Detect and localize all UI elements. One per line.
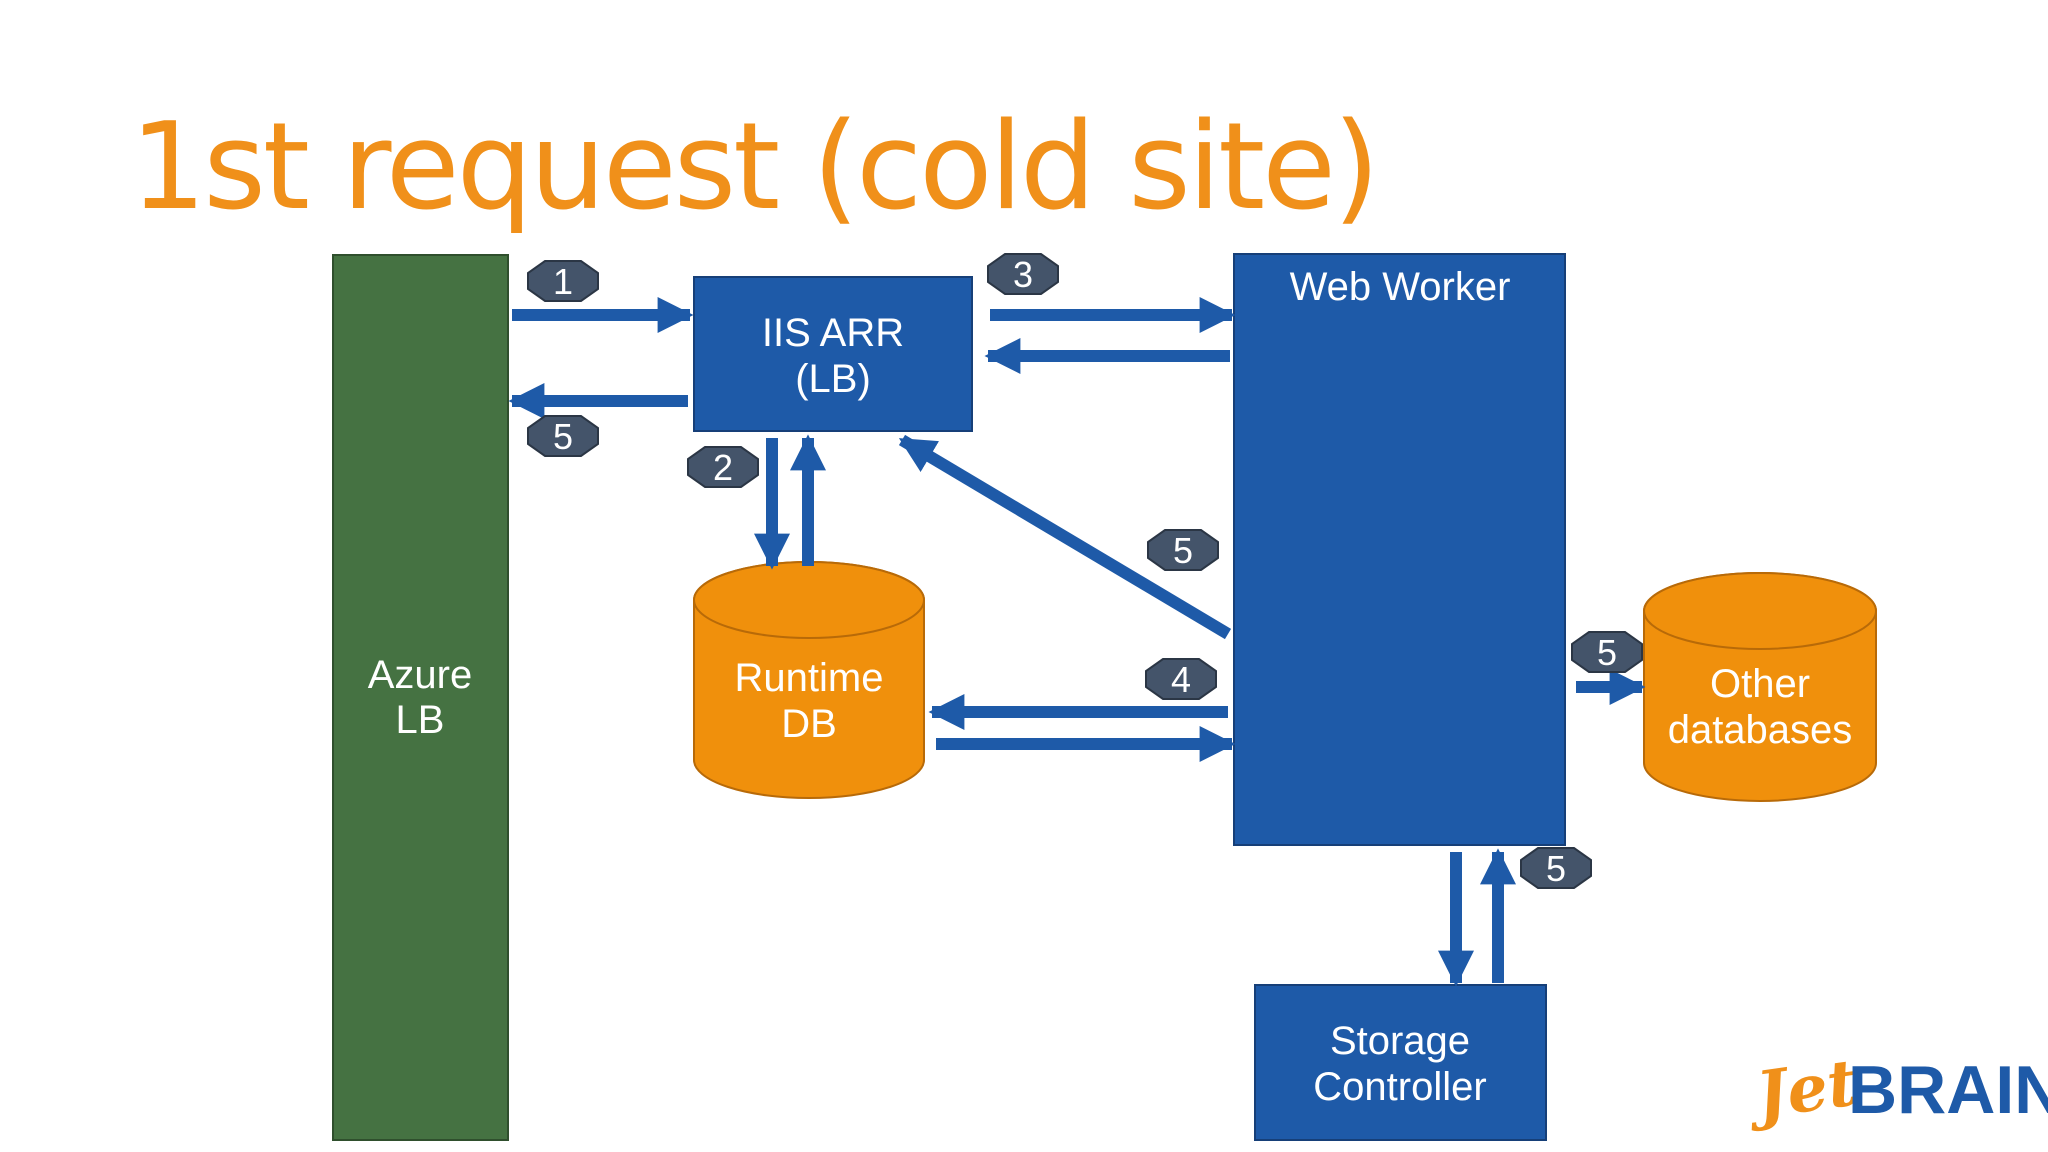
- logo-jet-text: Jet: [1741, 1045, 1862, 1135]
- other-databases-label-line2: databases: [1668, 708, 1853, 752]
- storage-controller-label-line2: Controller: [1313, 1065, 1486, 1109]
- step-number: 2: [713, 447, 733, 488]
- other-databases-label-line1: Other: [1710, 662, 1810, 706]
- web-worker-label: Web Worker: [1290, 265, 1511, 309]
- iis-arr-box: [693, 276, 973, 432]
- step-number: 5: [1173, 530, 1193, 571]
- web-worker-node: Web Worker: [1233, 253, 1566, 846]
- logo-brains-text: BRAINS: [1848, 1052, 2048, 1128]
- slide-title: 1st request (cold site): [130, 98, 1380, 237]
- runtime-db-label-line2: DB: [781, 702, 837, 746]
- step-number: 1: [553, 261, 573, 302]
- runtime-db-top: [693, 561, 925, 639]
- azure-lb-box: [332, 254, 509, 1141]
- step-badge-azure-to-arr: 1: [527, 260, 599, 302]
- step-number: 4: [1171, 659, 1191, 700]
- other-databases-node: Other databases: [1643, 572, 1877, 802]
- step-badge-worker-to-other-db: 5: [1571, 631, 1643, 673]
- iis-arr-node: IIS ARR (LB): [693, 276, 973, 432]
- azure-lb-node: Azure LB: [332, 254, 509, 1141]
- iis-arr-label-line2: (LB): [795, 357, 871, 401]
- runtime-db-node: Runtime DB: [693, 561, 925, 799]
- storage-controller-label-line1: Storage: [1330, 1019, 1470, 1063]
- azure-lb-label-line2: LB: [396, 698, 445, 742]
- storage-controller-box: [1254, 984, 1547, 1141]
- iis-arr-label-line1: IIS ARR: [762, 311, 904, 355]
- other-databases-top: [1643, 572, 1877, 650]
- step-badge-arr-to-runtime-db: 2: [687, 446, 759, 488]
- jetbrains-logo: Jet BRAINS: [1741, 1045, 2048, 1135]
- step-number: 5: [553, 416, 573, 457]
- arrow-worker-to-arr-diagonal: [898, 434, 1232, 640]
- step-badge-worker-to-arr: 5: [1147, 529, 1219, 571]
- azure-lb-label-line1: Azure: [368, 653, 473, 697]
- step-badge-worker-to-runtime-db: 4: [1145, 658, 1217, 700]
- step-badge-arr-to-azure: 5: [527, 415, 599, 457]
- web-worker-box: [1233, 253, 1566, 846]
- step-badge-arr-to-worker: 3: [987, 253, 1059, 295]
- step-badge-worker-to-storage: 5: [1520, 847, 1592, 889]
- step-number: 5: [1597, 632, 1617, 673]
- runtime-db-label-line1: Runtime: [735, 656, 884, 700]
- storage-controller-node: Storage Controller: [1254, 984, 1547, 1141]
- step-number: 5: [1546, 848, 1566, 889]
- step-number: 3: [1013, 254, 1033, 295]
